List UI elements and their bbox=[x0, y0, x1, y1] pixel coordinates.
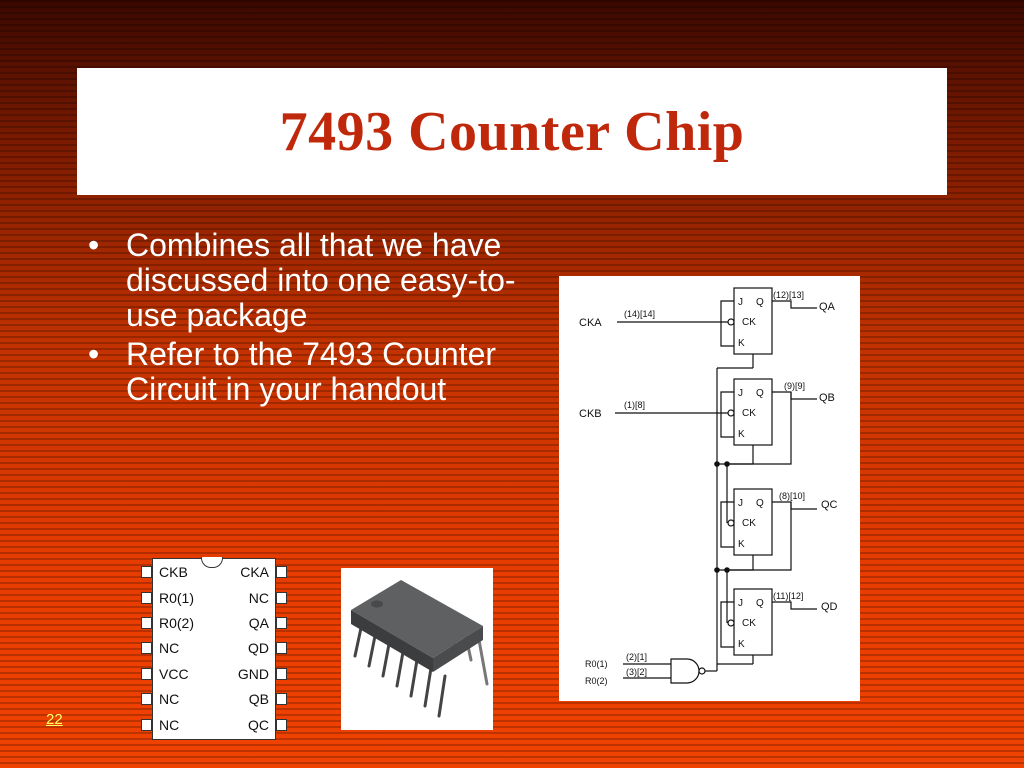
ff-b-q: Q bbox=[756, 388, 764, 399]
chip-photo bbox=[341, 568, 493, 730]
ff-a-j: J bbox=[738, 297, 743, 308]
r02-pins: (3)[2] bbox=[626, 667, 647, 677]
pin-label-right: NC bbox=[248, 590, 269, 606]
pin-row: NC QC bbox=[140, 716, 288, 734]
pin-label-left: NC bbox=[159, 717, 180, 733]
r01-pins: (2)[1] bbox=[626, 652, 647, 662]
pin-lead bbox=[276, 719, 287, 731]
ff-c-q: Q bbox=[756, 498, 764, 509]
pin-lead bbox=[276, 668, 287, 680]
ckb-input-label: CKB bbox=[579, 408, 602, 420]
title-box: 7493 Counter Chip bbox=[77, 68, 947, 195]
ckb-pins: (1)[8] bbox=[624, 400, 645, 410]
pin-lead bbox=[141, 668, 152, 680]
ff-a-q: Q bbox=[756, 297, 764, 308]
pin-lead bbox=[141, 592, 152, 604]
qa-pins: (12)[13] bbox=[773, 290, 804, 300]
pin-row: VCC GND bbox=[140, 665, 288, 683]
pin-label-left: CKB bbox=[159, 564, 188, 580]
r01-input-label: R0(1) bbox=[585, 659, 608, 669]
bullet-item: Combines all that we have discussed into… bbox=[84, 228, 544, 333]
pin-label-left: NC bbox=[159, 640, 180, 656]
qb-label: QB bbox=[819, 392, 835, 404]
ff-d-ck: CK bbox=[742, 618, 756, 629]
ff-c-j: J bbox=[738, 498, 743, 509]
cka-input-label: CKA bbox=[579, 317, 602, 329]
pin-lead bbox=[141, 566, 152, 578]
pin-label-right: QD bbox=[248, 640, 269, 656]
qc-pins: (8)[10] bbox=[779, 491, 805, 501]
qc-label: QC bbox=[821, 499, 838, 511]
qd-label: QD bbox=[821, 601, 838, 613]
ff-a-ck: CK bbox=[742, 317, 756, 328]
bullet-list: Combines all that we have discussed into… bbox=[84, 228, 544, 411]
pin-lead bbox=[276, 693, 287, 705]
pin-label-left: VCC bbox=[159, 666, 189, 682]
pin-label-left: R0(2) bbox=[159, 615, 195, 631]
pin-row: NC QB bbox=[140, 690, 288, 708]
qb-pins: (9)[9] bbox=[784, 381, 805, 391]
pin-lead bbox=[141, 642, 152, 654]
counter-circuit-diagram: J Q CK K J Q CK K J Q CK K J Q CK K (12)… bbox=[559, 276, 860, 701]
pin-label-right: QA bbox=[248, 615, 269, 631]
pin-lead bbox=[276, 642, 287, 654]
pin-label-right: QC bbox=[248, 717, 269, 733]
ff-b-j: J bbox=[738, 388, 743, 399]
pin-lead bbox=[141, 617, 152, 629]
pin-row: NC QD bbox=[140, 639, 288, 657]
pin-label-right: CKA bbox=[240, 564, 269, 580]
ff-d-k: K bbox=[738, 639, 745, 650]
qa-label: QA bbox=[819, 301, 836, 313]
pin-label-right: QB bbox=[248, 691, 269, 707]
chip-pinout-diagram: CKB CKA R0(1) NC R0(2) QA NC QD VCC GND … bbox=[140, 557, 288, 740]
bullet-item: Refer to the 7493 Counter Circuit in you… bbox=[84, 337, 544, 407]
pin-lead bbox=[276, 566, 287, 578]
pin-lead bbox=[276, 617, 287, 629]
pin-label-left: R0(1) bbox=[159, 590, 195, 606]
pin-label-right: GND bbox=[237, 666, 269, 682]
cka-pins: (14)[14] bbox=[624, 309, 655, 319]
ff-d-j: J bbox=[738, 598, 743, 609]
slide-title: 7493 Counter Chip bbox=[279, 100, 745, 163]
pin-lead bbox=[141, 719, 152, 731]
pin-lead bbox=[141, 693, 152, 705]
ff-d-q: Q bbox=[756, 598, 764, 609]
ff-c-ck: CK bbox=[742, 518, 756, 529]
pin-lead bbox=[276, 592, 287, 604]
slide-number-link[interactable]: 22 bbox=[46, 711, 63, 728]
ff-b-ck: CK bbox=[742, 408, 756, 419]
r02-input-label: R0(2) bbox=[585, 676, 608, 686]
chip-body bbox=[152, 558, 276, 740]
pin-row: R0(2) QA bbox=[140, 614, 288, 632]
ff-a-k: K bbox=[738, 338, 745, 349]
ff-c-k: K bbox=[738, 539, 745, 550]
qd-pins: (11)[12] bbox=[773, 591, 803, 601]
pin-label-left: NC bbox=[159, 691, 180, 707]
pin-row: R0(1) NC bbox=[140, 589, 288, 607]
pin-row: CKB CKA bbox=[140, 563, 288, 581]
ff-b-k: K bbox=[738, 429, 745, 440]
